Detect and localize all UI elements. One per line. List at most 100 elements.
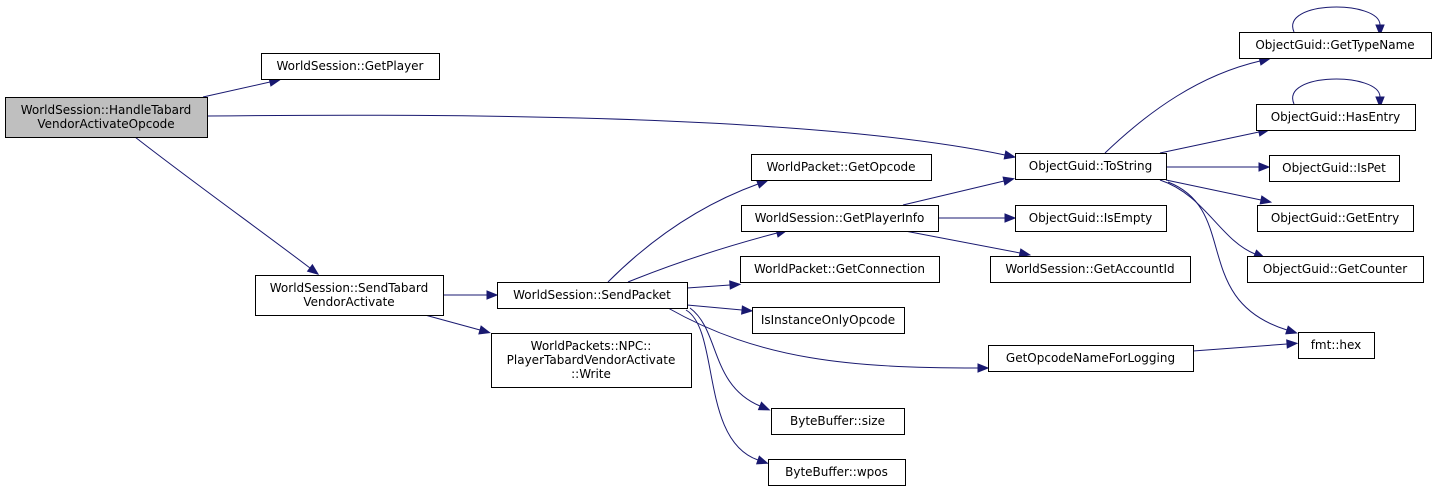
edge-sendtabard-to-sendpacket xyxy=(443,290,499,300)
edge-line xyxy=(202,81,271,98)
edge-root-to-tostring xyxy=(206,114,1017,160)
edge-tostring-to-getentry xyxy=(1165,179,1273,205)
node-label: WorldSession::GetAccountId xyxy=(1005,262,1174,276)
edge-tostring-to-getcounter xyxy=(1159,179,1266,259)
edge-sendpacket-to-bbwpos xyxy=(685,309,769,465)
node-write[interactable]: WorldPackets::NPC::PlayerTabardVendorAct… xyxy=(491,333,692,388)
node-box[interactable] xyxy=(255,275,444,316)
node-label: WorldSession::SendPacket xyxy=(513,288,671,302)
node-ispet[interactable]: ObjectGuid::IsPet xyxy=(1269,155,1400,182)
edges-layer xyxy=(134,6,1385,465)
edge-line xyxy=(904,230,1021,254)
node-label: VendorActivate xyxy=(303,295,394,309)
node-box[interactable] xyxy=(1247,256,1424,283)
node-box[interactable] xyxy=(1015,205,1167,232)
node-box[interactable] xyxy=(1239,32,1432,59)
arrowhead-icon xyxy=(1002,176,1016,186)
edge-line xyxy=(1192,343,1288,352)
edge-tostring-to-ispet xyxy=(1166,162,1271,172)
node-label: ObjectGuid::IsEmpty xyxy=(1029,211,1153,225)
node-getplayerinfo[interactable]: WorldSession::GetPlayerInfo xyxy=(741,205,939,232)
node-gettypename[interactable]: ObjectGuid::GetTypeName xyxy=(1239,32,1432,59)
node-bbwpos[interactable]: ByteBuffer::wpos xyxy=(768,459,906,486)
node-isinstanceonly[interactable]: IsInstanceOnlyOpcode xyxy=(752,307,905,334)
edge-getplayerinfo-to-isempty xyxy=(938,213,1017,223)
node-box[interactable] xyxy=(497,282,688,309)
node-label: WorldSession::GetPlayerInfo xyxy=(755,211,925,225)
node-box[interactable] xyxy=(990,256,1191,283)
node-getcounter[interactable]: ObjectGuid::GetCounter xyxy=(1247,256,1424,283)
arrowhead-icon xyxy=(306,263,320,275)
arrowhead-icon xyxy=(1285,325,1298,335)
arrowhead-icon xyxy=(755,455,769,465)
node-label: ::Write xyxy=(571,367,611,381)
node-getopcode[interactable]: WorldPacket::GetOpcode xyxy=(751,154,932,181)
node-label: PlayerTabardVendorActivate xyxy=(507,353,676,367)
edge-tostring-to-hasentry xyxy=(1159,127,1271,154)
node-label: ObjectGuid::GetTypeName xyxy=(1255,38,1414,52)
node-box[interactable] xyxy=(1015,153,1167,180)
edge-line xyxy=(902,180,1005,206)
edge-root-to-getplayer xyxy=(202,77,282,98)
edge-line xyxy=(627,232,778,283)
edge-line xyxy=(689,307,761,407)
edge-tostring-to-fmthex xyxy=(1167,181,1298,335)
edge-line xyxy=(1292,78,1381,105)
node-box[interactable] xyxy=(1257,205,1414,232)
edge-getplayerinfo-to-tostring xyxy=(902,176,1016,206)
node-fmthex[interactable]: fmt::hex xyxy=(1298,332,1375,359)
edge-line xyxy=(686,284,731,289)
node-label: WorldPacket::GetConnection xyxy=(754,262,925,276)
node-label: ObjectGuid::GetEntry xyxy=(1271,211,1399,225)
node-box[interactable] xyxy=(741,205,939,232)
node-label: ObjectGuid::GetCounter xyxy=(1263,262,1407,276)
edge-line xyxy=(686,304,743,311)
node-tostring[interactable]: ObjectGuid::ToString xyxy=(1015,153,1167,180)
node-label: fmt::hex xyxy=(1311,338,1362,352)
arrowhead-icon xyxy=(1375,96,1385,109)
arrowhead-icon xyxy=(1018,248,1032,258)
node-getconnection[interactable]: WorldPacket::GetConnection xyxy=(740,256,940,283)
edge-line xyxy=(1167,181,1288,331)
node-box[interactable] xyxy=(1298,332,1375,359)
node-label: GetOpcodeNameForLogging xyxy=(1006,351,1175,365)
node-getopcodename[interactable]: GetOpcodeNameForLogging xyxy=(988,345,1194,372)
node-bbsize[interactable]: ByteBuffer::size xyxy=(771,408,905,435)
arrowhead-icon xyxy=(478,325,491,335)
arrowhead-icon xyxy=(757,401,771,411)
node-getentry[interactable]: ObjectGuid::GetEntry xyxy=(1257,205,1414,232)
node-box[interactable] xyxy=(771,408,905,435)
node-root[interactable]: WorldSession::HandleTabardVendorActivate… xyxy=(5,97,208,138)
arrowhead-icon xyxy=(1375,24,1385,37)
arrowhead-icon xyxy=(755,179,769,189)
node-getaccountid[interactable]: WorldSession::GetAccountId xyxy=(990,256,1191,283)
edge-sendpacket-to-bbsize xyxy=(689,307,771,411)
node-isempty[interactable]: ObjectGuid::IsEmpty xyxy=(1015,205,1167,232)
edge-line xyxy=(1159,179,1256,255)
node-label: ObjectGuid::ToString xyxy=(1029,159,1152,173)
edge-line xyxy=(1292,6,1381,33)
node-sendpacket[interactable]: WorldSession::SendPacket xyxy=(497,282,688,309)
node-box[interactable] xyxy=(752,307,905,334)
node-label: WorldPackets::NPC:: xyxy=(531,339,652,353)
node-getplayer[interactable]: WorldSession::GetPlayer xyxy=(261,53,440,80)
node-box[interactable] xyxy=(491,333,692,388)
edge-line xyxy=(424,314,481,331)
arrowhead-icon xyxy=(1258,162,1271,172)
node-hasentry[interactable]: ObjectGuid::HasEntry xyxy=(1256,104,1416,131)
node-label: WorldSession::GetPlayer xyxy=(277,59,424,73)
node-box[interactable] xyxy=(751,154,932,181)
node-box[interactable] xyxy=(988,345,1194,372)
edge-sendpacket-to-isinstanceonly xyxy=(686,304,754,315)
edge-root-to-sendtabard xyxy=(134,136,320,275)
node-label: ObjectGuid::HasEntry xyxy=(1271,110,1401,124)
node-box[interactable] xyxy=(1256,104,1416,131)
node-box[interactable] xyxy=(740,256,940,283)
node-box[interactable] xyxy=(1269,155,1400,182)
node-box[interactable] xyxy=(261,53,440,80)
node-box[interactable] xyxy=(5,97,208,138)
arrowhead-icon xyxy=(486,290,499,300)
arrowhead-icon xyxy=(1003,150,1017,160)
node-box[interactable] xyxy=(768,459,906,486)
